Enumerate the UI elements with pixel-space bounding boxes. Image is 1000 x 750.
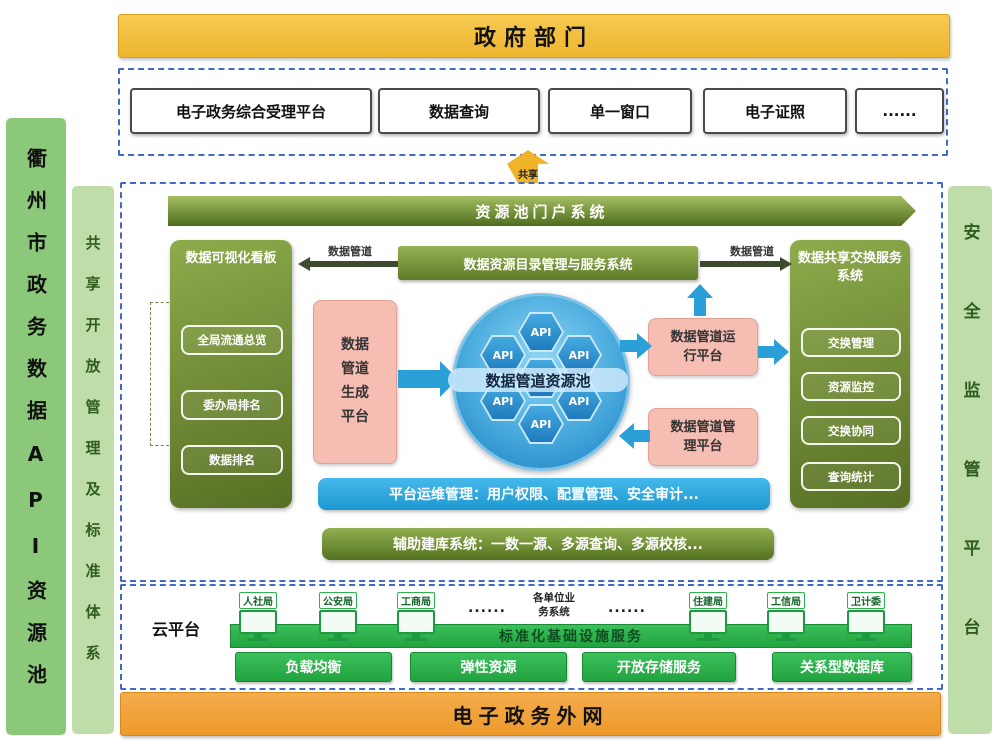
pipe-run-platform: 数据管道运行平台	[648, 318, 758, 376]
pipe-run-label: 数据管道运行平台	[670, 329, 736, 365]
viz-panel-title: 数据可视化看板	[185, 251, 277, 266]
cloud-service-relational-db: 关系型数据库	[772, 652, 912, 682]
left-rail-share-standard: 共享开放管理及标准体系	[72, 186, 114, 734]
left-rail-inner-label: 共享开放管理及标准体系	[83, 234, 102, 686]
api-hexagon: API	[518, 404, 564, 444]
viz-item-global-flow: 全局流通总览	[181, 325, 283, 355]
left-rail-api-resource-pool: 衢州市政务数据API资源池	[6, 118, 66, 735]
exchange-item-stats: 查询统计	[801, 462, 901, 491]
service-single-window: 单一窗口	[548, 88, 692, 134]
exchange-item-collab: 交换协同	[801, 416, 901, 445]
monitor-icon	[847, 610, 885, 634]
catalog-management-system: 数据资源目录管理与服务系统	[398, 246, 698, 280]
service-e-license: 电子证照	[703, 88, 847, 134]
terminal-gongan: 公安局	[310, 592, 366, 641]
pipe-mgmt-platform: 数据管道管理平台	[648, 408, 758, 466]
monitor-icon	[397, 610, 435, 634]
right-rail-security: 安全监管平台	[948, 186, 992, 734]
portal-system-ribbon: 资源池门户系统	[168, 196, 916, 226]
left-rail-label: 衢州市政务数据API资源池	[23, 147, 48, 706]
pipe-generation-label: 数据管道生成平台	[341, 337, 369, 425]
pool-title: 数据管道资源池	[448, 368, 628, 392]
api-hexagon: API	[518, 312, 564, 352]
data-exchange-panel: 数据共享交换服务系统 交换管理 资源监控 交换协同 查询统计	[790, 240, 910, 508]
cloud-service-open-storage: 开放存储服务	[582, 652, 736, 682]
viz-panel-bracket	[150, 302, 169, 446]
service-ellipsis: ......	[855, 88, 944, 134]
viz-item-data-ranking: 数据排名	[181, 445, 283, 475]
cloud-platform-container	[120, 584, 943, 690]
right-rail-label: 安全监管平台	[959, 223, 980, 697]
service-data-query: 数据查询	[378, 88, 540, 134]
monitor-icon	[319, 610, 357, 634]
cloud-service-load-balancing: 负载均衡	[235, 652, 392, 682]
resource-pool-container	[120, 182, 943, 582]
monitor-icon	[239, 610, 277, 634]
cloud-service-elastic-resources: 弹性资源	[410, 652, 567, 682]
pipe-generation-platform: 数据管道生成平台	[313, 300, 397, 464]
pipe-mgmt-label: 数据管道管理平台	[670, 419, 736, 455]
egov-extranet-banner: 电子政务外网	[120, 692, 941, 736]
monitor-icon	[767, 610, 805, 634]
exchange-item-monitor: 资源监控	[801, 372, 901, 401]
data-visualization-panel: 数据可视化看板 全局流通总览 委办局排名 数据排名	[170, 240, 292, 508]
terminals-ellipsis-right: ......	[608, 600, 646, 616]
terminal-zhujian: 住建局	[680, 592, 736, 641]
terminal-gongxin: 工信局	[758, 592, 814, 641]
exchange-item-manage: 交换管理	[801, 328, 901, 357]
share-arrow-label: 共享	[518, 170, 538, 181]
monitor-icon	[689, 610, 727, 634]
terminal-renshe: 人社局	[230, 592, 286, 641]
terminal-weijiwei: 卫计委	[838, 592, 894, 641]
terminal-gongshang: 工商局	[388, 592, 444, 641]
unit-business-systems-label: 各单位业务系统	[533, 592, 575, 618]
terminals-ellipsis-left: ......	[468, 600, 506, 616]
ops-management-bar: 平台运维管理：用户权限、配置管理、安全审计...	[318, 478, 770, 510]
pipe-label-left: 数据管道	[328, 245, 372, 258]
government-departments-banner: 政府部门	[118, 14, 950, 58]
pipe-label-right: 数据管道	[730, 245, 774, 258]
service-egov-acceptance-platform: 电子政务综合受理平台	[130, 88, 372, 134]
aux-database-bar: 辅助建库系统：一数一源、多源查询、多源校核...	[322, 528, 774, 560]
viz-item-bureau-ranking: 委办局排名	[181, 390, 283, 420]
cloud-platform-label: 云平台	[152, 620, 201, 639]
exchange-panel-title: 数据共享交换服务系统	[798, 251, 903, 284]
